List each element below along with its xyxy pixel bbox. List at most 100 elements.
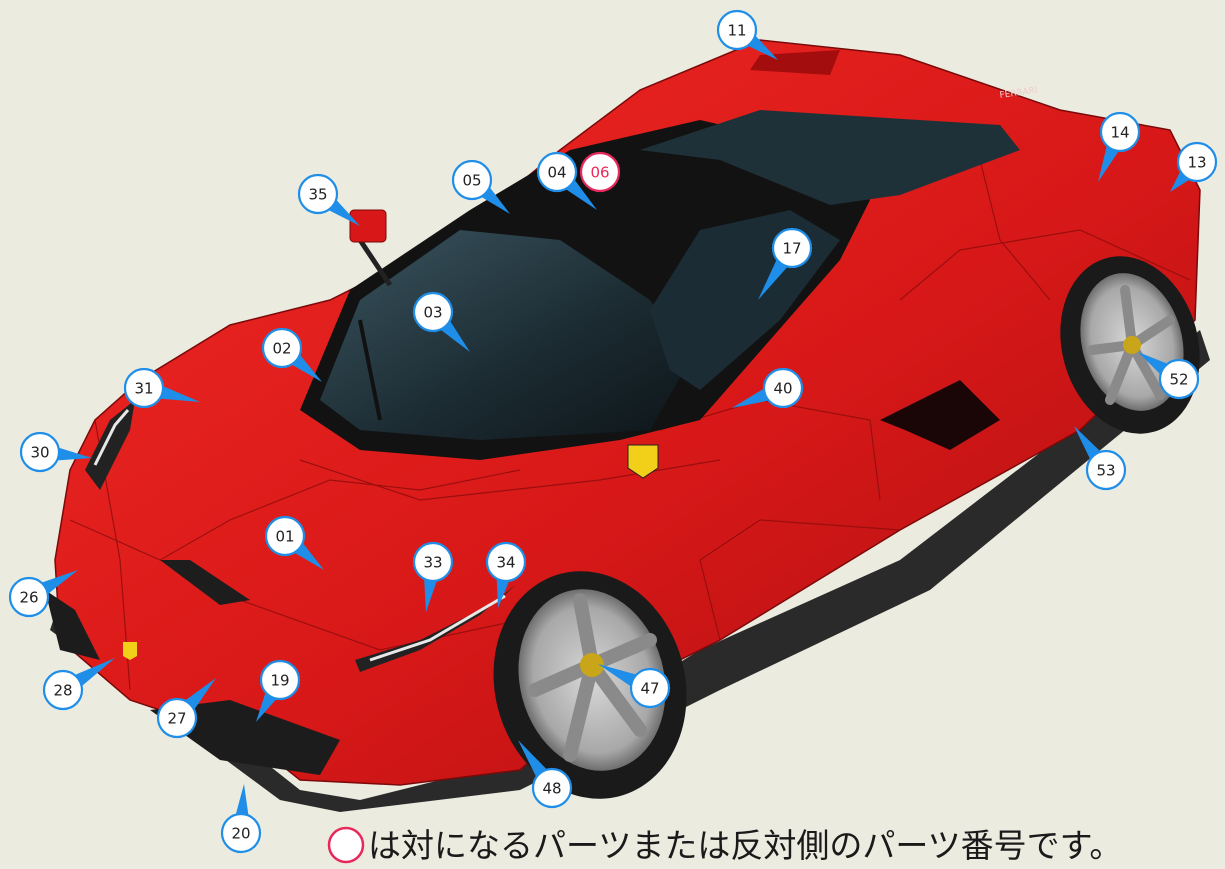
callout-number: 28 bbox=[53, 682, 72, 700]
front-grille bbox=[150, 700, 340, 775]
hood-vent bbox=[160, 560, 250, 605]
callout-19: 19 bbox=[256, 659, 301, 722]
callout-circle bbox=[629, 667, 671, 709]
callout-47: 47 bbox=[598, 664, 671, 709]
callout-circle bbox=[259, 659, 301, 701]
callout-number: 20 bbox=[231, 825, 250, 843]
callout-pointer bbox=[54, 446, 92, 461]
callout-number: 26 bbox=[19, 589, 38, 607]
callout-circle bbox=[156, 697, 198, 739]
callout-pointer bbox=[38, 570, 78, 596]
side-mirror bbox=[349, 209, 387, 243]
right-headlight-led bbox=[369, 594, 506, 662]
callout-circle bbox=[771, 227, 813, 269]
callout-06: 06 bbox=[579, 151, 621, 193]
callout-circle bbox=[716, 9, 758, 51]
callout-28: 28 bbox=[42, 658, 115, 711]
callout-circle bbox=[536, 151, 578, 193]
callout-30: 30 bbox=[19, 431, 92, 473]
callout-number: 31 bbox=[134, 380, 153, 398]
callout-circle bbox=[579, 151, 621, 193]
callout-number: 40 bbox=[773, 380, 792, 398]
callout-number: 33 bbox=[423, 554, 442, 572]
callout-17: 17 bbox=[758, 227, 813, 300]
callout-13: 13 bbox=[1170, 141, 1218, 192]
callout-35: 35 bbox=[297, 173, 360, 226]
callout-number: 52 bbox=[1169, 371, 1188, 389]
callout-27: 27 bbox=[156, 678, 216, 739]
callout-52: 52 bbox=[1138, 352, 1200, 400]
callout-circle bbox=[451, 159, 493, 201]
callout-40: 40 bbox=[732, 367, 804, 409]
callout-number: 19 bbox=[270, 672, 289, 690]
windshield bbox=[320, 230, 690, 440]
callout-circle bbox=[261, 327, 303, 369]
callout-33: 33 bbox=[412, 541, 454, 612]
callout-14: 14 bbox=[1098, 111, 1141, 182]
callout-number: 34 bbox=[496, 554, 515, 572]
callout-circle bbox=[42, 669, 84, 711]
callout-number: 13 bbox=[1187, 154, 1206, 172]
callout-pointer bbox=[496, 575, 511, 608]
callout-number: 35 bbox=[308, 186, 327, 204]
callout-circle bbox=[531, 767, 573, 809]
callout-circle bbox=[762, 367, 804, 409]
callout-number: 48 bbox=[542, 780, 561, 798]
callout-circle bbox=[19, 431, 61, 473]
legend: は対になるパーツまたは反対側のパーツ番号です。 bbox=[327, 826, 1122, 865]
left-headlight bbox=[85, 400, 135, 490]
side-shield-badge bbox=[627, 444, 659, 479]
callout-number: 53 bbox=[1096, 462, 1115, 480]
callout-number: 05 bbox=[462, 172, 481, 190]
callout-circle bbox=[1176, 141, 1218, 183]
callout-pointer bbox=[1098, 142, 1121, 182]
body-panel-lines bbox=[69, 159, 1191, 691]
callout-pointer bbox=[518, 740, 550, 780]
callout-pointer bbox=[598, 664, 640, 689]
callout-layer: 11 14 13 05 04 06 35 17 03 02 31 30 40 52 53 01 33 34 26 28… bbox=[8, 9, 1218, 854]
wiper bbox=[358, 319, 382, 421]
callout-circle bbox=[297, 173, 339, 215]
callout-number: 04 bbox=[547, 164, 566, 182]
callout-number: 01 bbox=[275, 528, 294, 546]
callout-circle bbox=[220, 812, 262, 854]
callout-11: 11 bbox=[716, 9, 778, 60]
mirror-stalk bbox=[357, 238, 393, 287]
front-badge bbox=[123, 642, 137, 660]
callout-number: 06 bbox=[590, 164, 609, 182]
callout-pointer bbox=[732, 386, 772, 408]
callout-26: 26 bbox=[8, 570, 78, 618]
callout-circle bbox=[123, 367, 165, 409]
callout-pointer bbox=[156, 384, 200, 402]
callout-circle bbox=[264, 515, 306, 557]
callout-31: 31 bbox=[123, 367, 200, 409]
legend-text: は対になるパーツまたは反対側のパーツ番号です。 bbox=[368, 826, 1122, 865]
callout-number: 30 bbox=[30, 444, 49, 462]
callout-53: 53 bbox=[1074, 426, 1127, 491]
callout-pointer bbox=[758, 256, 790, 300]
front-wheel bbox=[493, 571, 687, 799]
callout-number: 27 bbox=[167, 710, 186, 728]
callout-34: 34 bbox=[485, 541, 527, 608]
callout-20: 20 bbox=[220, 784, 262, 854]
callout-03: 03 bbox=[412, 291, 470, 352]
callout-circle bbox=[485, 541, 527, 583]
callout-circle bbox=[412, 291, 454, 333]
callout-02: 02 bbox=[261, 327, 322, 382]
rear-glass bbox=[640, 110, 1020, 205]
callout-number: 17 bbox=[782, 240, 801, 258]
callout-pointer bbox=[72, 658, 115, 689]
callout-number: 47 bbox=[640, 680, 659, 698]
callout-48: 48 bbox=[518, 740, 573, 809]
ferrari-car-illustration: FERRARI bbox=[45, 39, 1210, 812]
pair-marker-icon bbox=[327, 826, 365, 864]
callout-circle bbox=[1085, 449, 1127, 491]
callout-number: 11 bbox=[727, 22, 746, 40]
callout-number: 02 bbox=[272, 340, 291, 358]
callout-01: 01 bbox=[264, 515, 324, 570]
callout-circle bbox=[412, 541, 454, 583]
callout-circle bbox=[1158, 358, 1200, 400]
callout-04: 04 bbox=[536, 151, 597, 210]
callout-pointer bbox=[234, 784, 249, 819]
